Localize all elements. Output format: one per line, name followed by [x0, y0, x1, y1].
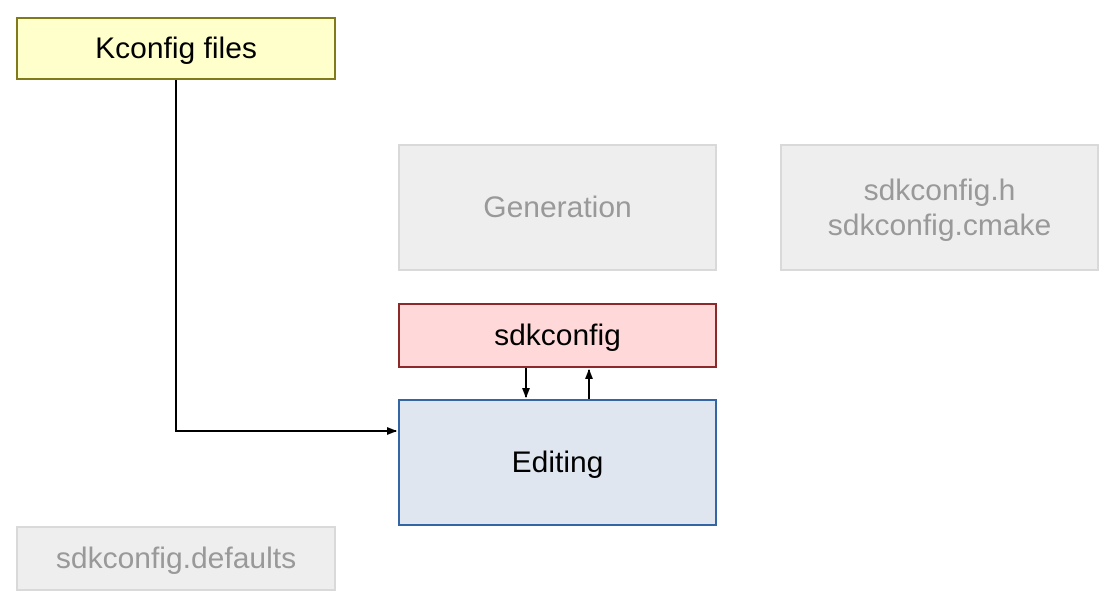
sdkconfig-cmake-label: sdkconfig.cmake: [827, 208, 1052, 242]
kconfig-files-label: Kconfig files: [95, 32, 257, 65]
editing-label: Editing: [511, 446, 604, 479]
generated-outputs-box: sdkconfig.h sdkconfig.cmake: [780, 144, 1099, 271]
sdkconfig-h-label: sdkconfig.h: [863, 173, 1016, 207]
sdkconfig-defaults-label: sdkconfig.defaults: [55, 542, 297, 575]
sdkconfig-label: sdkconfig: [494, 319, 621, 352]
generation-box: Generation: [398, 144, 717, 271]
sdkconfig-defaults-box: sdkconfig.defaults: [16, 526, 336, 591]
arrow-kconfig-to-editing: [175, 80, 397, 435]
sdkconfig-box: sdkconfig: [398, 303, 717, 368]
editing-box: Editing: [398, 399, 717, 526]
generation-label: Generation: [483, 191, 632, 224]
kconfig-files-box: Kconfig files: [16, 17, 336, 80]
